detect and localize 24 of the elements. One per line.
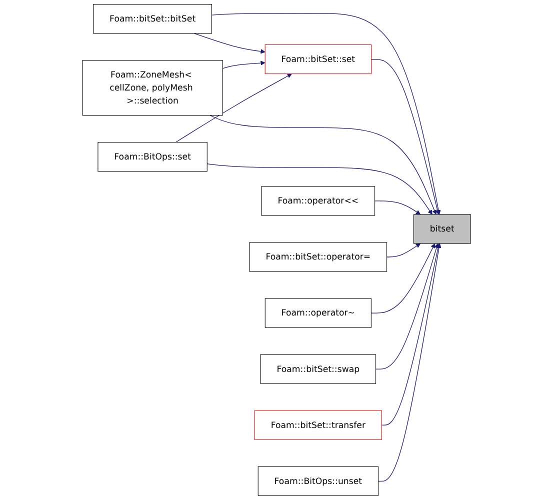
arrow xyxy=(210,114,437,215)
arrow xyxy=(211,13,441,215)
arrow xyxy=(194,33,266,54)
arrow xyxy=(206,164,432,215)
node-box: Foam::bitSet::bitSet xyxy=(93,4,212,34)
node-box: Foam::bitSet::transfer xyxy=(254,410,382,440)
node-box: Foam::bitSet::swap xyxy=(260,354,376,384)
arrow xyxy=(374,200,421,215)
arrow xyxy=(375,243,439,370)
node-box: Foam::bitSet::operator= xyxy=(249,242,388,272)
arrow xyxy=(370,243,436,314)
arrow xyxy=(381,243,440,426)
arrow xyxy=(175,74,292,143)
arrow xyxy=(378,243,442,482)
node-box: Foam::ZoneMesh< cellZone, polyMesh >::selection xyxy=(82,60,223,116)
arrow xyxy=(222,60,266,69)
node-box: Foam::BitOps::unset xyxy=(258,466,378,496)
node-box: Foam::BitOps::set xyxy=(98,142,208,172)
node-box: Foam::bitSet::set xyxy=(264,44,372,74)
arrow xyxy=(386,243,421,258)
node-box: Foam::operator~ xyxy=(264,298,372,328)
node-box: bitset xyxy=(413,214,471,244)
node-box: Foam::operator<< xyxy=(261,186,376,216)
arrow xyxy=(370,58,440,215)
